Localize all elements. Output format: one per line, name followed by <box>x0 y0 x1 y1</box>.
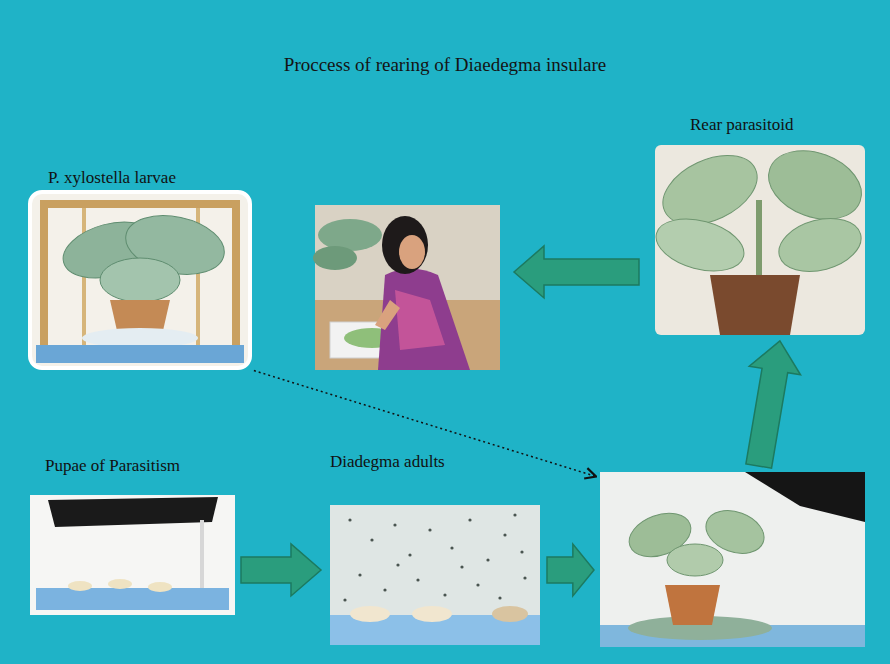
diagram-title: Proccess of rearing of Diaedegma insular… <box>284 54 606 76</box>
photo-panel <box>315 205 500 370</box>
photo-caption: Rear parasitoid <box>690 115 793 135</box>
parasitism-cage-photo <box>600 472 865 647</box>
photo-panel: Diadegma adults <box>325 452 543 647</box>
worker-photo <box>313 205 500 370</box>
cabbage-plant-photo <box>650 139 871 335</box>
block-arrow <box>746 341 801 468</box>
photo-caption: P. xylostella larvae <box>48 168 176 188</box>
photo-panel: Pupae of Parasitism <box>28 456 237 617</box>
photo-panel: P. xylostella larvae <box>28 168 252 370</box>
photo-caption: Pupae of Parasitism <box>45 456 180 476</box>
block-arrow <box>241 544 321 596</box>
pupae-cage-photo <box>30 495 235 615</box>
block-arrow <box>547 544 594 596</box>
adults-cage-photo <box>330 505 540 645</box>
dotted-arrow <box>254 371 596 477</box>
photo-panel <box>598 470 867 647</box>
photo-caption: Diadegma adults <box>330 452 445 472</box>
larvae-cage-photo <box>30 192 250 368</box>
title-bar: Proccess of rearing of Diaedegma insular… <box>0 54 890 76</box>
block-arrow <box>514 246 639 298</box>
photo-panel: Rear parasitoid <box>653 115 867 337</box>
